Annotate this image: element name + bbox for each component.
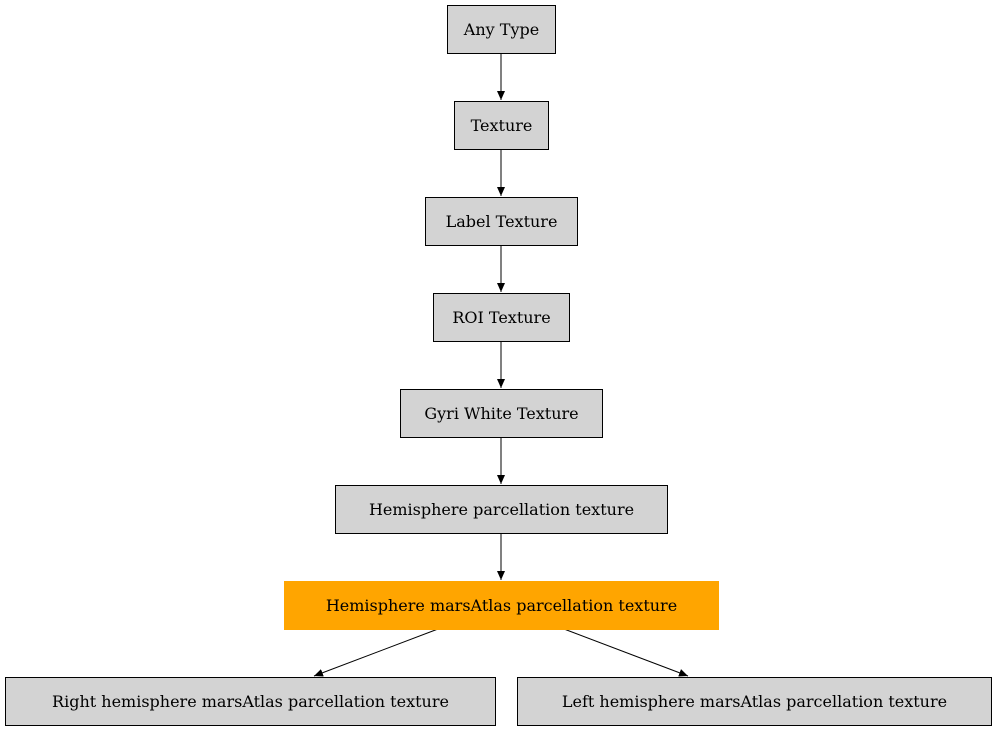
node-box-left-hemisphere-marsatlas-parcellation-texture[interactable] xyxy=(517,677,992,726)
node-box-any-type[interactable] xyxy=(447,5,556,54)
node-box-label-texture[interactable] xyxy=(425,197,578,246)
node-label-label-texture: Label Texture xyxy=(446,212,558,231)
node-roi-texture[interactable]: ROI Texture xyxy=(433,293,570,342)
edge-hemisphere-marsatlas-parcellation-texture-to-left-hemisphere-marsatlas-parcellation-texture xyxy=(563,628,689,677)
node-label-hemisphere-parcellation-texture: Hemisphere parcellation texture xyxy=(369,500,634,519)
node-label-right-hemisphere-marsatlas-parcellation-texture: Right hemisphere marsAtlas parcellation … xyxy=(52,692,449,711)
edges-layer xyxy=(313,53,689,677)
node-box-texture[interactable] xyxy=(454,101,549,150)
node-label-any-type: Any Type xyxy=(463,20,539,39)
node-any-type[interactable]: Any Type xyxy=(447,5,556,54)
node-gyri-white-texture[interactable]: Gyri White Texture xyxy=(400,389,603,438)
node-box-gyri-white-texture[interactable] xyxy=(400,389,603,438)
node-box-roi-texture[interactable] xyxy=(433,293,570,342)
node-left-hemisphere-marsatlas-parcellation-texture[interactable]: Left hemisphere marsAtlas parcellation t… xyxy=(517,677,992,726)
edge-hemisphere-marsatlas-parcellation-texture-to-right-hemisphere-marsatlas-parcellation-texture xyxy=(313,628,439,677)
node-label-left-hemisphere-marsatlas-parcellation-texture: Left hemisphere marsAtlas parcellation t… xyxy=(562,692,947,711)
node-label-gyri-white-texture: Gyri White Texture xyxy=(424,404,578,423)
node-box-hemisphere-marsatlas-parcellation-texture[interactable] xyxy=(284,581,719,630)
node-hemisphere-parcellation-texture[interactable]: Hemisphere parcellation texture xyxy=(335,485,668,534)
node-texture[interactable]: Texture xyxy=(454,101,549,150)
node-box-hemisphere-parcellation-texture[interactable] xyxy=(335,485,668,534)
node-box-right-hemisphere-marsatlas-parcellation-texture[interactable] xyxy=(5,677,496,726)
node-label-roi-texture: ROI Texture xyxy=(452,308,550,327)
node-right-hemisphere-marsatlas-parcellation-texture[interactable]: Right hemisphere marsAtlas parcellation … xyxy=(5,677,496,726)
node-hemisphere-marsatlas-parcellation-texture[interactable]: Hemisphere marsAtlas parcellation textur… xyxy=(284,581,719,630)
node-label-texture[interactable]: Label Texture xyxy=(425,197,578,246)
node-label-texture: Texture xyxy=(471,116,533,135)
node-label-hemisphere-marsatlas-parcellation-texture: Hemisphere marsAtlas parcellation textur… xyxy=(326,596,677,615)
